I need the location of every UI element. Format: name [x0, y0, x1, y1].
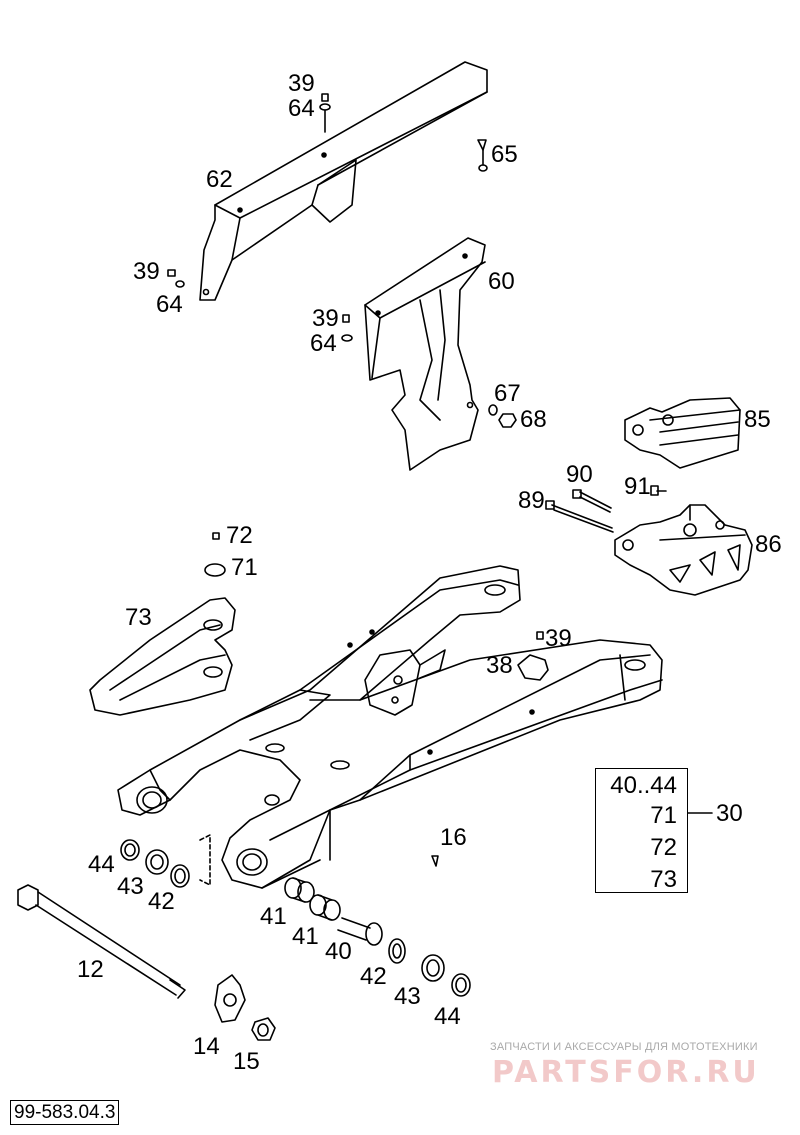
callout-30: 30 — [716, 800, 743, 827]
callout-91: 91 — [624, 473, 651, 500]
callout-68: 68 — [520, 406, 547, 433]
chain-adjuster-part — [214, 974, 276, 1041]
callout-85: 85 — [744, 406, 771, 433]
chain-guide-lower-part — [614, 504, 753, 596]
callout-38: 38 — [486, 652, 513, 679]
callout-62: 62 — [206, 166, 233, 193]
chain-guide-bolts — [545, 485, 667, 533]
callout-39: 39 — [312, 305, 339, 332]
watermark-tagline: ЗАПЧАСТИ И АКСЕССУАРЫ ДЛЯ МОТОТЕХНИКИ — [490, 1041, 758, 1053]
callout-42: 42 — [360, 963, 387, 990]
swing-arm-part — [117, 565, 663, 889]
callout-39: 39 — [545, 625, 572, 652]
callout-64: 64 — [288, 95, 315, 122]
chain-slider-part — [89, 532, 236, 716]
diagram-reference-code: 99-583.04.3 — [10, 1100, 120, 1125]
callout-73: 73 — [125, 604, 152, 631]
chain-guide-upper-part — [624, 397, 741, 469]
callout-72: 72 — [226, 522, 253, 549]
callout-71: 71 — [231, 554, 258, 581]
callout-86: 86 — [755, 531, 782, 558]
watermark-brand: PARTSFOR.RU — [492, 1055, 760, 1090]
pivot-bearings-right — [284, 855, 471, 997]
pivot-bolt-part — [17, 884, 186, 999]
callout-65: 65 — [491, 141, 518, 168]
callout-43: 43 — [394, 983, 421, 1010]
callout-12: 12 — [77, 956, 104, 983]
callout-67: 67 — [494, 380, 521, 407]
callout-43: 43 — [117, 873, 144, 900]
small-hardware — [167, 93, 544, 640]
kit-item: 72 — [650, 834, 677, 861]
callout-39: 39 — [288, 70, 315, 97]
callout-42: 42 — [148, 888, 175, 915]
callout-44: 44 — [88, 851, 115, 878]
callout-15: 15 — [233, 1048, 260, 1075]
callout-16: 16 — [440, 824, 467, 851]
callout-64: 64 — [310, 330, 337, 357]
callout-90: 90 — [566, 461, 593, 488]
chain-guard-part — [199, 61, 488, 301]
callout-44: 44 — [434, 1003, 461, 1030]
callout-64: 64 — [156, 291, 183, 318]
callout-41: 41 — [292, 923, 319, 950]
kit-item: 40..44 — [610, 772, 677, 799]
kit-item: 73 — [650, 866, 677, 893]
pivot-bearings-left — [120, 834, 211, 888]
callout-89: 89 — [518, 487, 545, 514]
slider-clip-part — [517, 654, 549, 681]
callout-40: 40 — [325, 938, 352, 965]
callout-14: 14 — [193, 1033, 220, 1060]
chain-slider-guard-part — [364, 237, 486, 471]
kit-contents-box: 40..44 71 72 73 — [595, 768, 688, 893]
callout-60: 60 — [488, 268, 515, 295]
callout-39: 39 — [133, 258, 160, 285]
callout-41: 41 — [260, 903, 287, 930]
kit-item: 71 — [650, 802, 677, 829]
